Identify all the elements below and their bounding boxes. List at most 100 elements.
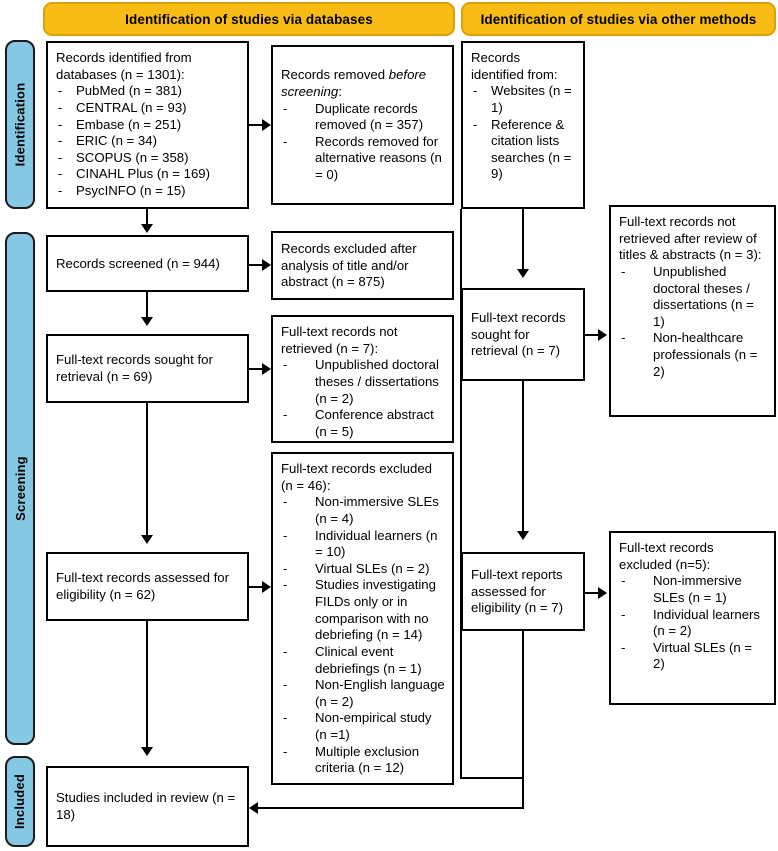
arrowhead-screened-to-excluded — [262, 259, 271, 271]
box-fulltext-assessed-databases: Full-text records assessed for eligibili… — [46, 552, 249, 621]
list-item: Non-immersive SLEs (n = 1) — [619, 573, 767, 606]
list-item: Non-empirical study (n =1) — [281, 710, 445, 743]
box-fulltext-excluded-other: Full-text records excluded (n=5): Non-im… — [609, 531, 776, 705]
box-records-excluded: Records excluded after analysis of title… — [271, 231, 454, 300]
box-fulltext-sought-other: Full-text records sought for retrieval (… — [461, 288, 585, 381]
box-fulltext-not-retrieved-databases: Full-text records not retrieved (n = 7):… — [271, 315, 454, 443]
arrowhead-sought-to-assessed — [141, 535, 153, 544]
banner-other-methods-label: Identification of studies via other meth… — [480, 11, 757, 27]
box-fulltext-excluded-other-header: Full-text records excluded (n=5): — [619, 540, 714, 572]
box-fulltext-assessed-other-header: Full-text reports assessed for eligibili… — [471, 567, 563, 616]
box-records-screened: Records screened (n = 944) — [46, 235, 249, 292]
stage-identification-label: Identification — [12, 82, 28, 167]
box-studies-included-header: Studies included in review (n = 18) — [56, 790, 236, 822]
box-fulltext-sought-other-header: Full-text records sought for retrieval (… — [471, 310, 566, 359]
list-item: PubMed (n = 381) — [56, 83, 240, 100]
list-item: Embase (n = 251) — [56, 117, 240, 134]
arrowhead-assessed-other-to-included — [249, 802, 258, 814]
arrowhead-sought-to-not-retrieved — [262, 363, 271, 375]
list-item: Non-healthcare professionals (n = 2) — [619, 330, 767, 380]
list-item: Duplicate records removed (n = 357) — [281, 101, 445, 134]
connector-sought-to-assessed — [146, 403, 148, 537]
list-item: CINAHL Plus (n = 169) — [56, 166, 240, 183]
connector-sought-to-not-retrieved — [249, 368, 264, 370]
box-fulltext-excluded-other-list: Non-immersive SLEs (n = 1) Individual le… — [619, 573, 767, 673]
list-item: Non-immersive SLEs (n = 4) — [281, 494, 445, 527]
stage-included: Included — [5, 756, 35, 847]
box-records-screened-header: Records screened (n = 944) — [56, 255, 220, 271]
box-fulltext-not-retrieved-other-header: Full-text records not retrieved after re… — [619, 214, 762, 263]
stage-included-label: Included — [12, 773, 28, 830]
connector-assessed-to-included — [146, 621, 148, 749]
box-records-identified-databases-header: Records identified from databases (n = 1… — [56, 50, 192, 82]
box-fulltext-not-retrieved-other: Full-text records not retrieved after re… — [609, 205, 776, 417]
list-item: Non-English language (n = 2) — [281, 677, 445, 710]
connector-other-methods-column-divider — [460, 209, 462, 779]
list-item: Conference abstract (n = 5) — [281, 407, 445, 440]
box-records-identified-databases-list: PubMed (n = 381) CENTRAL (n = 93) Embase… — [56, 83, 240, 199]
arrowhead-sought-other-to-not-retrieved-other — [598, 329, 607, 341]
box-records-removed-header-pre: Records removed — [281, 67, 389, 83]
arrowhead-assessed-to-included — [141, 747, 153, 756]
list-item: Individual learners (n = 10) — [281, 528, 445, 561]
box-records-identified-other-header: Records identified from: — [471, 50, 558, 82]
connector-assessed-other-to-excluded-other — [585, 592, 600, 594]
list-item: Records removed for alternative reasons … — [281, 134, 445, 184]
connector-other-methods-column-base — [460, 777, 524, 779]
list-item: Reference & citation lists searches (n =… — [471, 117, 576, 184]
connector-assessed-other-to-included-horizontal — [258, 807, 524, 809]
box-fulltext-assessed-databases-header: Full-text records assessed for eligibili… — [56, 570, 229, 602]
list-item: ERIC (n = 34) — [56, 133, 240, 150]
box-fulltext-not-retrieved-other-list: Unpublished doctoral theses / dissertati… — [619, 264, 767, 380]
arrowhead-identified-other-to-sought-other — [517, 269, 529, 278]
box-fulltext-sought-databases-header: Full-text records sought for retrieval (… — [56, 352, 213, 384]
box-fulltext-assessed-other: Full-text reports assessed for eligibili… — [461, 552, 585, 631]
banner-databases: Identification of studies via databases — [43, 2, 455, 36]
box-records-identified-other: Records identified from: Websites (n = 1… — [461, 41, 585, 209]
list-item: Unpublished doctoral theses / dissertati… — [281, 357, 445, 407]
connector-identified-to-removed — [249, 124, 264, 126]
banner-databases-label: Identification of studies via databases — [125, 11, 373, 27]
box-fulltext-not-retrieved-databases-list: Unpublished doctoral theses / dissertati… — [281, 357, 445, 440]
list-item: Individual learners (n = 2) — [619, 607, 767, 640]
list-item: PsycINFO (n = 15) — [56, 183, 240, 200]
list-item: CENTRAL (n = 93) — [56, 100, 240, 117]
box-fulltext-excluded-databases-header: Full-text records excluded (n = 46): — [281, 461, 432, 493]
box-records-excluded-header: Records excluded after analysis of title… — [281, 241, 417, 290]
list-item: SCOPUS (n = 358) — [56, 150, 240, 167]
stage-screening: Screening — [5, 232, 35, 745]
arrowhead-assessed-to-excluded — [262, 581, 271, 593]
box-records-removed-list: Duplicate records removed (n = 357) Reco… — [281, 101, 445, 184]
banner-other-methods: Identification of studies via other meth… — [461, 2, 776, 36]
stage-identification: Identification — [5, 40, 35, 209]
arrowhead-sought-other-to-assessed-other — [517, 531, 529, 540]
stage-screening-label: Screening — [12, 456, 28, 521]
arrowhead-identified-to-removed — [262, 119, 271, 131]
list-item: Unpublished doctoral theses / dissertati… — [619, 264, 767, 331]
box-records-removed-header: Records removed before screening: — [281, 67, 445, 100]
box-fulltext-not-retrieved-databases-header: Full-text records not retrieved (n = 7): — [281, 324, 398, 356]
box-records-identified-other-list: Websites (n = 1) Reference & citation li… — [471, 83, 576, 183]
connector-sought-other-to-assessed-other — [522, 381, 524, 533]
arrowhead-screened-to-sought — [141, 317, 153, 326]
connector-identified-to-screened — [146, 209, 148, 227]
connector-assessed-other-to-included-vertical — [522, 631, 524, 809]
arrowhead-identified-to-screened — [141, 224, 153, 233]
arrowhead-assessed-other-to-excluded-other — [598, 587, 607, 599]
box-fulltext-excluded-databases: Full-text records excluded (n = 46): Non… — [271, 452, 454, 785]
list-item: Virtual SLEs (n = 2) — [619, 640, 767, 673]
box-records-removed-header-post: : — [338, 83, 342, 99]
connector-screened-to-excluded — [249, 264, 264, 266]
connector-assessed-to-excluded — [249, 586, 264, 588]
box-fulltext-excluded-databases-list: Non-immersive SLEs (n = 4) Individual le… — [281, 494, 445, 777]
list-item: Multiple exclusion criteria (n = 12) — [281, 744, 445, 777]
list-item: Clinical event debriefings (n = 1) — [281, 644, 445, 677]
list-item: Studies investigating FILDs only or in c… — [281, 577, 445, 644]
box-records-removed: Records removed before screening: Duplic… — [271, 45, 454, 205]
connector-identified-other-to-sought-other — [522, 209, 524, 271]
list-item: Websites (n = 1) — [471, 83, 576, 116]
list-item: Virtual SLEs (n = 2) — [281, 561, 445, 578]
box-studies-included: Studies included in review (n = 18) — [46, 766, 249, 847]
connector-screened-to-sought — [146, 292, 148, 318]
